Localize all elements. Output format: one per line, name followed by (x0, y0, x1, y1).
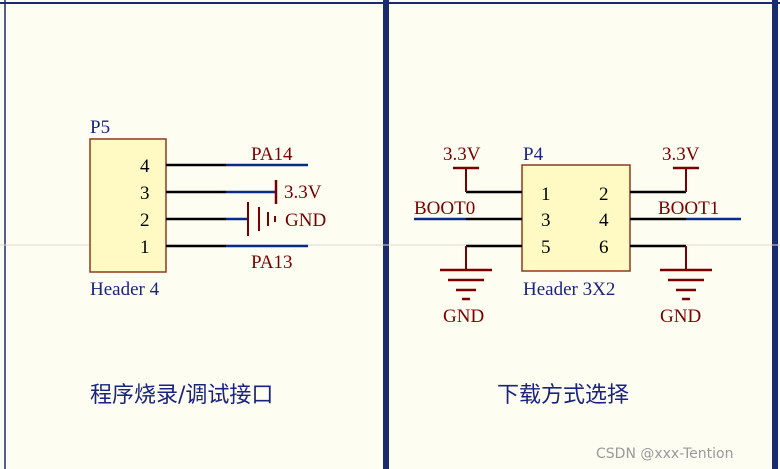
ground-symbol-left (440, 268, 492, 301)
p5-pin-number: 3 (140, 183, 150, 204)
p4-pin-number: 3 (541, 210, 551, 231)
gnd-left-label[interactable]: GND (443, 306, 484, 327)
vcc-power-label[interactable]: 3.3V (284, 182, 322, 203)
p5-designator: P5 (90, 117, 110, 138)
p4-pin-number: 4 (599, 210, 609, 231)
ground-symbol-sideways (247, 202, 276, 236)
p4-designator: P4 (523, 144, 544, 165)
right-panel-caption: 下载方式选择 (497, 383, 629, 408)
pa13-net-label[interactable]: PA13 (251, 252, 293, 273)
p4-connector[interactable] (521, 164, 631, 272)
boot0-net-label[interactable]: BOOT0 (414, 198, 475, 219)
pa14-net-label[interactable]: PA14 (251, 144, 293, 165)
ground-symbol-right (660, 268, 712, 301)
p5-pin-number: 2 (140, 210, 150, 231)
vcc-left-label[interactable]: 3.3V (443, 144, 481, 165)
p5-connector[interactable] (89, 138, 167, 273)
p4-component-name: Header 3X2 (523, 279, 615, 300)
gnd-power-label[interactable]: GND (285, 210, 326, 231)
p5-pin-number: 4 (140, 156, 150, 177)
watermark: CSDN @xxx-Tention (596, 446, 733, 462)
p4-body (521, 164, 631, 272)
vcc-right-label[interactable]: 3.3V (662, 144, 700, 165)
gnd-right-label[interactable]: GND (660, 306, 701, 327)
left-panel-caption: 程序烧录/调试接口 (90, 383, 273, 408)
p4-pin-number: 1 (541, 184, 551, 205)
boot1-net-label[interactable]: BOOT1 (658, 198, 719, 219)
p5-body (89, 138, 167, 273)
p5-pin-number: 1 (140, 237, 150, 258)
p4-pin-number: 5 (541, 237, 551, 258)
p4-pin-number: 2 (599, 184, 609, 205)
p5-component-name: Header 4 (90, 279, 160, 300)
p4-pin-number: 6 (599, 237, 609, 258)
